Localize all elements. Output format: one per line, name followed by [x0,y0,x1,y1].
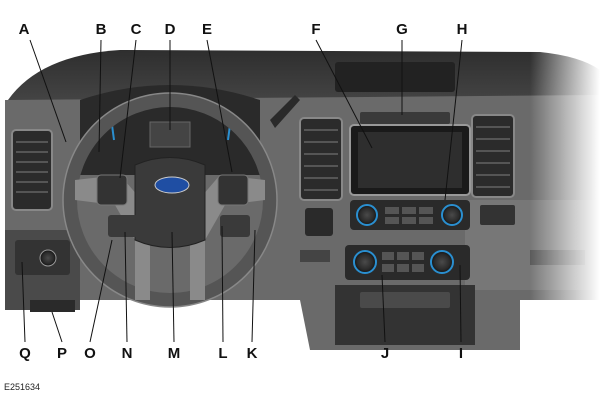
callout-H: H [456,21,468,38]
callout-O: O [84,345,96,362]
leader-lines [21,39,463,343]
figure-id: E251634 [4,382,41,392]
leader-L [221,225,224,343]
leader-H [444,39,463,201]
hazard-button-row [360,112,450,124]
leader-F [315,39,373,149]
passenger-switch [480,205,515,225]
right-fade-overlay [530,40,600,360]
left-lower-buttons [108,215,138,237]
climate-buttons [382,252,424,272]
callout-Q: Q [19,345,31,362]
callout-D: D [164,21,176,38]
upper-storage-bin [335,62,455,92]
leader-Q [21,261,26,343]
right-steering-controls [217,174,249,206]
callout-J: J [380,345,390,362]
callout-N: N [121,345,133,362]
right-vent-slats [476,126,510,188]
leader-P [51,311,63,343]
airbag-cover [134,157,206,248]
callout-E: E [201,21,212,38]
right-climate-knob [430,250,454,274]
leader-M [171,231,175,343]
callout-I: I [458,345,464,362]
leader-O [89,239,113,343]
usb-port-panel [300,250,330,262]
tune-knob [441,204,463,226]
callout-B: B [95,21,107,38]
steering-wheel-spokes [75,175,265,300]
headlamp-switch [39,249,57,267]
leader-C [119,39,137,179]
audio-buttons [385,207,433,224]
leader-A [29,39,67,143]
left-steering-controls [96,174,128,206]
touchscreen-display [358,132,462,188]
callout-P: P [56,345,67,362]
hood-release [30,300,75,312]
callout-L: L [218,345,228,362]
console-switch-bank [360,292,450,308]
left-vent-slats [16,141,48,193]
leader-K [251,229,256,343]
leader-I [459,264,462,343]
center-left-vent-slats [304,129,338,191]
callout-F: F [311,21,321,38]
audio-control-panel [350,200,470,230]
volume-knob [356,204,378,226]
callout-G: G [396,21,408,38]
leader-E [206,39,233,173]
callout-K: K [246,345,258,362]
callout-C: C [130,21,142,38]
callout-M: M [167,345,181,362]
wiper-stalk [270,95,300,128]
leader-J [381,274,386,343]
right-air-vent [471,114,515,198]
ford-oval-logo [154,176,190,194]
left-air-vent [11,129,53,211]
left-console-switch [305,208,333,236]
right-lower-buttons [220,215,250,237]
center-left-vent [299,117,343,201]
callout-A: A [18,21,30,38]
leader-N [124,231,128,343]
left-climate-knob [353,250,377,274]
leader-B [98,39,102,153]
